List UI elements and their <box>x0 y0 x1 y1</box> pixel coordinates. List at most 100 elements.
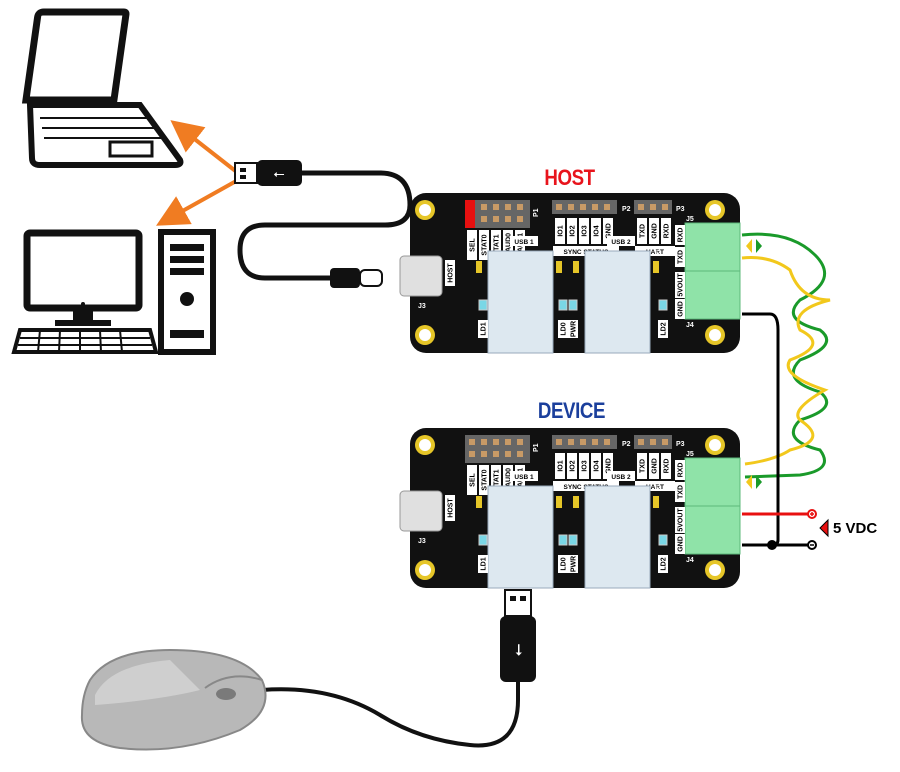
p3-label-bg <box>637 453 647 479</box>
desktop-pc-icon <box>11 229 216 355</box>
header-pin <box>638 439 644 445</box>
header-pin <box>505 439 511 445</box>
arrow-right <box>756 475 762 489</box>
j4-label-bg <box>675 534 685 554</box>
usbc-label: HOST <box>448 263 455 283</box>
p1-label-bg <box>467 465 477 495</box>
p1-label-bg <box>467 230 477 260</box>
mounting-hole-center <box>419 204 431 216</box>
usb-mount <box>476 261 482 273</box>
led-label: LD0 <box>561 322 568 335</box>
usb-a-port <box>487 485 554 589</box>
header-pin <box>592 439 598 445</box>
header-pin <box>505 204 511 210</box>
p1-label: BAUD0 <box>506 468 513 492</box>
header-pin <box>638 204 644 210</box>
p2-name: P2 <box>622 441 631 448</box>
usb-mount <box>556 496 562 508</box>
led-label-bg <box>478 555 488 573</box>
header-pin <box>650 439 656 445</box>
usb-name: J2 <box>653 250 661 257</box>
p2-label-bg <box>603 453 613 479</box>
j4-name: J4 <box>686 557 694 564</box>
led <box>658 534 668 546</box>
p3-name: P3 <box>676 441 685 448</box>
p3-label: GND <box>652 458 659 474</box>
p2-label-bg <box>579 218 589 244</box>
p1-label: STAT0 <box>482 469 489 490</box>
usb-label-bg <box>510 236 538 246</box>
usbc-label: HOST <box>448 498 455 518</box>
j4-name: J4 <box>686 322 694 329</box>
power-label: 5 VDC <box>833 520 877 537</box>
p3-label: TXD <box>640 459 647 473</box>
usb-symbol-icon: ⭠ <box>273 165 284 181</box>
usb-mount <box>573 261 579 273</box>
p1-label-bg <box>503 230 513 260</box>
crossover-indicator-icon <box>746 239 762 253</box>
usb-a-port <box>584 250 651 354</box>
header-pin <box>481 439 487 445</box>
p2-label: IO4 <box>594 225 601 236</box>
led-label: LD2 <box>661 322 668 335</box>
terminal-block-j4 <box>684 505 741 555</box>
j4-label: 5VOUT <box>678 508 685 532</box>
led <box>568 299 578 311</box>
led-label: PWR <box>571 556 578 572</box>
usb-label: USB 1 <box>514 239 534 246</box>
p3-label-bg <box>649 218 659 244</box>
j5-label-bg <box>675 247 685 267</box>
p2-label: IO3 <box>582 460 589 471</box>
p2-label-bg <box>591 218 601 244</box>
arrow-left <box>746 475 752 489</box>
usb-label: USB 2 <box>611 239 631 246</box>
led-label: LD1 <box>481 322 488 335</box>
mounting-hole-center <box>419 439 431 451</box>
led-label: LD0 <box>561 557 568 570</box>
p1-label-bg <box>491 465 501 495</box>
p1-label-bg <box>479 465 489 495</box>
gnd-wire <box>742 312 780 547</box>
led-label-bg <box>558 320 568 338</box>
j5-name: J5 <box>686 216 694 223</box>
usb-mount <box>573 496 579 508</box>
usb-mount <box>653 261 659 273</box>
led-label-bg <box>658 320 668 338</box>
computer-mouse-icon <box>80 648 267 751</box>
header-pin <box>517 216 523 222</box>
j5-label-bg <box>675 225 685 245</box>
p1-label: STAT1 <box>494 469 501 490</box>
j3-name: J3 <box>418 538 426 545</box>
p1-label: BAUD0 <box>506 233 513 257</box>
header-pin <box>604 204 610 210</box>
power-arrow-icon <box>819 518 829 538</box>
p2-label: GND <box>606 458 613 474</box>
usb-label: USB 2 <box>611 474 631 481</box>
usb-name: J1 <box>556 485 564 492</box>
p1-label: STAT0 <box>482 234 489 255</box>
usb-label: USB 1 <box>514 474 534 481</box>
led <box>658 299 668 311</box>
mounting-hole-center <box>709 439 721 451</box>
led <box>478 299 488 311</box>
p2-label-bg <box>555 218 565 244</box>
j5-label: TXD <box>678 250 685 264</box>
terminal-block-j4 <box>684 270 741 320</box>
header-pin <box>517 204 523 210</box>
header-pin <box>580 204 586 210</box>
arrow-left <box>746 239 752 253</box>
p2-label: IO1 <box>558 460 565 471</box>
crossover-indicator-icon <box>746 475 762 489</box>
led-label-bg <box>558 555 568 573</box>
p2-label-bg <box>567 453 577 479</box>
j5-label: TXD <box>678 485 685 499</box>
p3-label: RXD <box>664 459 671 474</box>
header-pin <box>517 439 523 445</box>
j4-label-bg <box>675 272 685 298</box>
p2-label-bg <box>591 453 601 479</box>
p1-label: SEL <box>470 237 477 251</box>
led-label-bg <box>568 320 578 338</box>
mounting-hole-center <box>709 329 721 341</box>
header-pin <box>493 216 499 222</box>
j4-label-bg <box>675 299 685 319</box>
